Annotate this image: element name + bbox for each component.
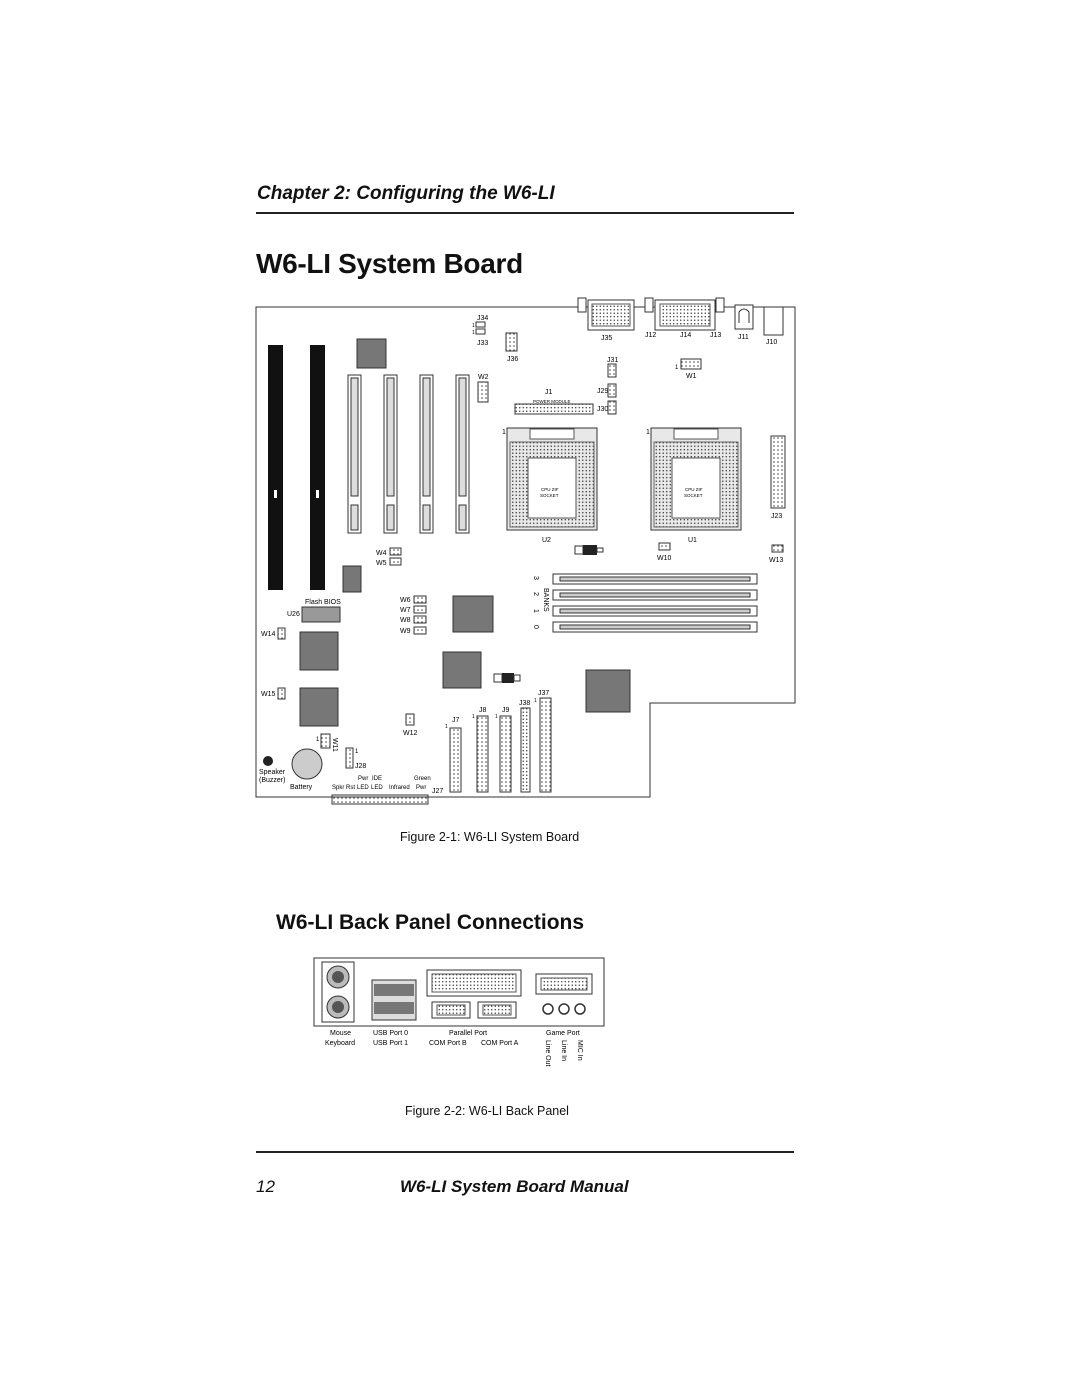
label-bank3: 3 [532, 576, 539, 580]
label-speaker: Speaker [259, 769, 286, 776]
label-bank1: 1 [532, 609, 539, 613]
label-j27: J27 [432, 788, 443, 795]
label-one: 1 [472, 714, 475, 720]
label-bank0: 0 [532, 625, 539, 629]
label-infrared: Infrared [389, 785, 410, 791]
label-led2: LED [371, 785, 383, 791]
label-w14: W14 [261, 631, 276, 638]
label-banks: BANKS [542, 588, 549, 612]
label-w10: W10 [657, 555, 672, 562]
label-power-module: POWER MODULE [533, 399, 571, 404]
label-cpu-zif: CPU ZIF [541, 487, 559, 492]
figure-caption-1: Figure 2-1: W6-LI System Board [400, 830, 580, 844]
label-j23: J23 [771, 513, 782, 520]
label-one: 1 [472, 323, 475, 329]
label-j30: J30 [597, 406, 608, 413]
label-w8: W8 [400, 617, 411, 624]
label-parallel: Parallel Port [449, 1030, 487, 1037]
label-j11: J11 [738, 334, 749, 341]
isa-slot-2 [310, 345, 325, 590]
footer-rule [256, 1151, 794, 1153]
label-w15: W15 [261, 691, 276, 698]
label-one: 1 [472, 330, 475, 336]
label-j36: J36 [507, 356, 518, 363]
header-rule [256, 212, 794, 214]
label-w6: W6 [400, 597, 411, 604]
label-w7: W7 [400, 607, 411, 614]
section-title-system-board: W6-LI System Board [256, 248, 523, 279]
page-number: 12 [256, 1177, 275, 1196]
label-w11: W11 [331, 738, 338, 752]
label-j34: J34 [477, 315, 488, 322]
label-led1: LED [357, 785, 369, 791]
label-u2: U2 [542, 537, 551, 544]
label-comb: COM Port B [429, 1040, 467, 1047]
label-cpu-zif: CPU ZIF [685, 487, 703, 492]
label-w13: W13 [769, 557, 784, 564]
label-u26: U26 [287, 611, 300, 618]
label-j31: J31 [607, 357, 618, 364]
label-w2: W2 [478, 374, 489, 381]
label-pwr: Pwr [358, 776, 368, 782]
label-line-out: Line Out [544, 1040, 551, 1067]
label-one: 1 [534, 698, 537, 704]
label-j8: J8 [479, 707, 487, 714]
figure-caption-2: Figure 2-2: W6-LI Back Panel [405, 1104, 569, 1118]
label-one: 1 [445, 724, 448, 730]
label-one: 1 [675, 365, 679, 371]
label-j35: J35 [601, 335, 612, 342]
label-j9: J9 [502, 707, 510, 714]
label-j37: J37 [538, 690, 549, 697]
label-one: 1 [316, 737, 320, 743]
section-title-back-panel: W6-LI Back Panel Connections [276, 911, 585, 934]
label-socket: SOCKET [540, 493, 559, 498]
label-j1: J1 [545, 389, 553, 396]
isa-slot-1 [268, 345, 283, 590]
label-mouse: Mouse [330, 1030, 351, 1037]
label-j28: J28 [355, 763, 366, 770]
label-bank2: 2 [532, 592, 539, 596]
label-w12: W12 [403, 730, 418, 737]
label-w9: W9 [400, 628, 411, 635]
label-line-in: Line In [560, 1040, 567, 1061]
label-socket: SOCKET [684, 493, 703, 498]
label-j7: J7 [452, 717, 460, 724]
label-j38: J38 [519, 700, 530, 707]
label-spkr-rst: Spkr Rst [332, 785, 355, 791]
label-ide: IDE [372, 776, 382, 782]
label-one: 1 [502, 429, 506, 436]
label-mic-in: MIC In [576, 1040, 583, 1061]
label-one: 1 [495, 714, 498, 720]
label-keyboard: Keyboard [325, 1040, 355, 1047]
label-u1: U1 [688, 537, 697, 544]
label-game: Game Port [546, 1030, 580, 1037]
label-j14: J14 [680, 332, 691, 339]
label-coma: COM Port A [481, 1040, 519, 1047]
label-w4: W4 [376, 550, 387, 557]
label-one: 1 [646, 429, 650, 436]
label-j33: J33 [477, 340, 488, 347]
label-pwr2: Pwr [416, 785, 426, 791]
label-flash-bios: Flash BIOS [305, 599, 341, 606]
label-j13: J13 [710, 332, 721, 339]
manual-title: W6-LI System Board Manual [400, 1177, 629, 1196]
label-one: 1 [355, 749, 359, 755]
label-w5: W5 [376, 560, 387, 567]
chapter-heading: Chapter 2: Configuring the W6-LI [257, 183, 555, 204]
label-battery: Battery [290, 784, 313, 791]
label-j29: J29 [597, 388, 608, 395]
label-buzzer: (Buzzer) [259, 777, 285, 784]
label-j10: J10 [766, 339, 777, 346]
label-w1: W1 [686, 373, 697, 380]
system-board-diagram: J34 1 1 J33 J36 J35 J12 J14 J13 J11 J10 … [255, 297, 796, 805]
label-green: Green [414, 776, 431, 782]
label-usb1: USB Port 1 [373, 1040, 408, 1047]
back-panel-diagram: Mouse Keyboard USB Port 0 USB Port 1 Par… [313, 957, 605, 1067]
label-j12: J12 [645, 332, 656, 339]
label-usb0: USB Port 0 [373, 1030, 408, 1037]
